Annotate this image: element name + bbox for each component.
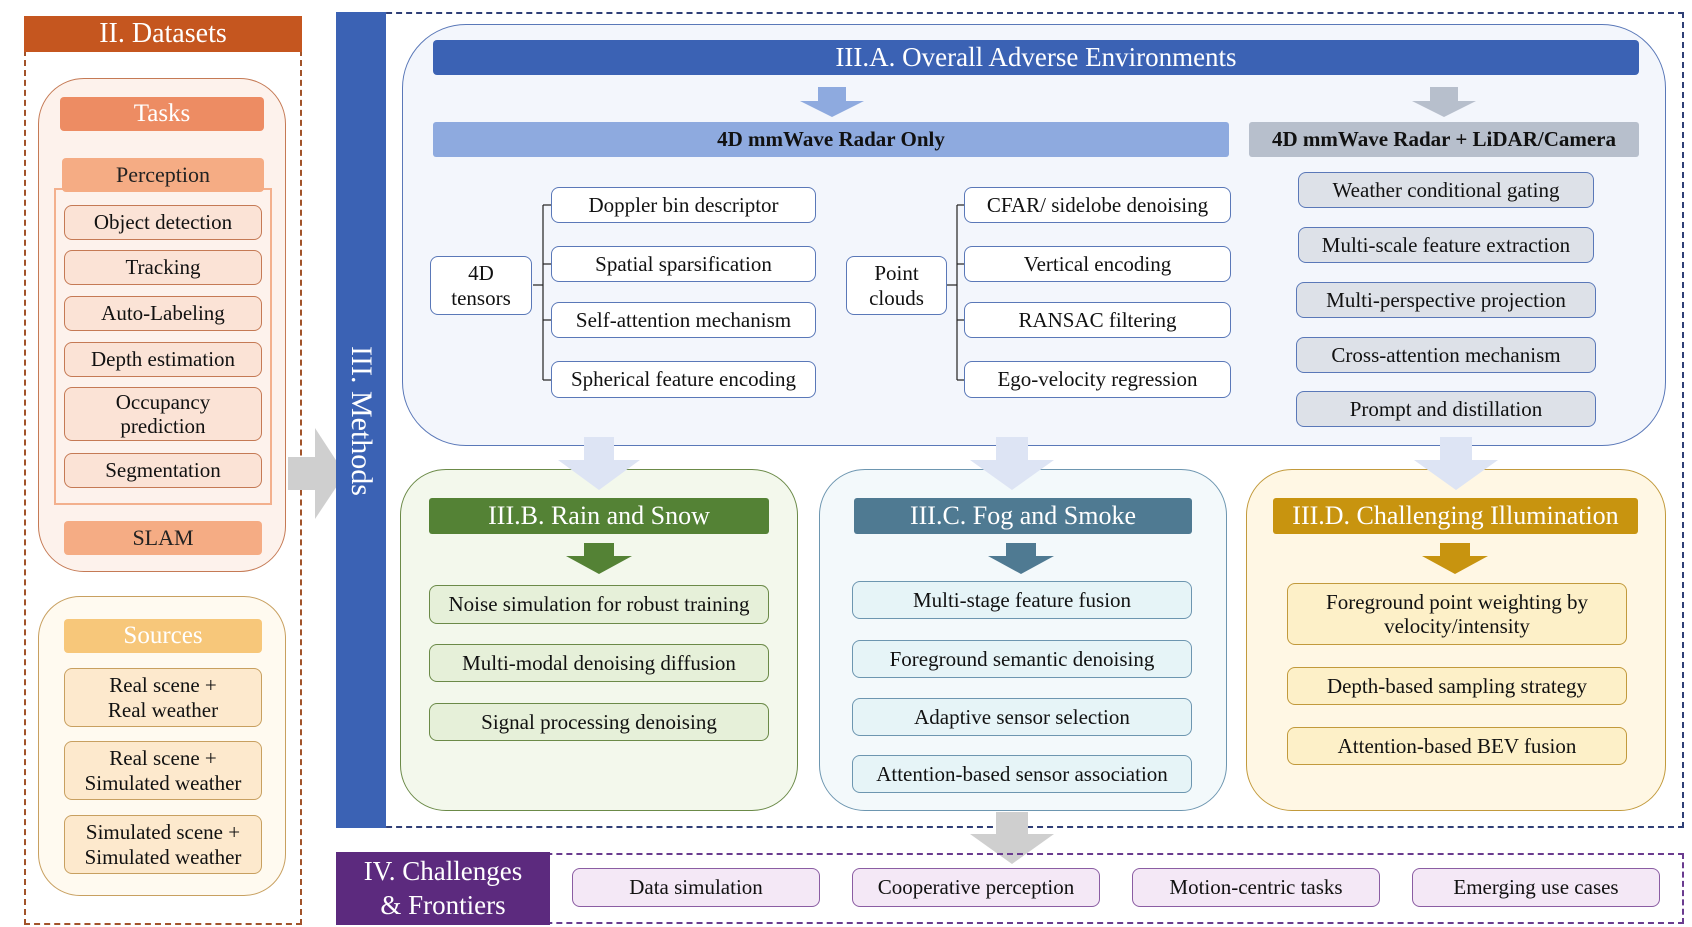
challenge-motion-centric: Motion-centric tasks xyxy=(1132,868,1380,907)
rain-item-signal: Signal processing denoising xyxy=(429,703,769,741)
task-object-detection: Object detection xyxy=(64,205,262,240)
illum-item-weighting: Foreground point weighting by velocity/i… xyxy=(1287,583,1627,645)
radar-fusion-header: 4D mmWave Radar + LiDAR/Camera xyxy=(1249,122,1639,157)
perception-header: Perception xyxy=(62,158,264,192)
rain-item-diffusion: Multi-modal denoising diffusion xyxy=(429,644,769,682)
fusion-item-projection: Multi-perspective projection xyxy=(1296,282,1596,318)
radar-only-header: 4D mmWave Radar Only xyxy=(433,122,1229,157)
points-label: Point clouds xyxy=(846,256,947,315)
point-item-vertical: Vertical encoding xyxy=(964,246,1231,282)
fusion-item-cross-attention: Cross-attention mechanism xyxy=(1296,337,1596,373)
overall-title: III.A. Overall Adverse Environments xyxy=(433,40,1639,75)
fog-item-association: Attention-based sensor association xyxy=(852,755,1192,793)
methods-title: III. Methods xyxy=(345,346,379,496)
illum-title: III.D. Challenging Illumination xyxy=(1273,498,1638,534)
sources-header: Sources xyxy=(64,619,262,653)
point-item-cfar: CFAR/ sidelobe denoising xyxy=(964,187,1231,223)
slam-box: SLAM xyxy=(64,521,262,555)
illum-item-depth-sampling: Depth-based sampling strategy xyxy=(1287,667,1627,705)
tensor-item-doppler: Doppler bin descriptor xyxy=(551,187,816,223)
fusion-item-multiscale: Multi-scale feature extraction xyxy=(1298,227,1594,263)
rain-title: III.B. Rain and Snow xyxy=(429,498,769,534)
tasks-header: Tasks xyxy=(60,97,264,131)
fusion-item-gating: Weather conditional gating xyxy=(1298,172,1594,208)
tensor-item-spherical: Spherical feature encoding xyxy=(551,361,816,398)
source-simulated-simulated: Simulated scene + Simulated weather xyxy=(64,815,262,874)
challenge-data-simulation: Data simulation xyxy=(572,868,820,907)
point-item-ego-velocity: Ego-velocity regression xyxy=(964,361,1231,398)
rain-item-noise-sim: Noise simulation for robust training xyxy=(429,585,769,624)
illum-item-bev-fusion: Attention-based BEV fusion xyxy=(1287,727,1627,765)
challenges-title: IV. Challenges & Frontiers xyxy=(336,852,550,925)
task-occupancy-prediction: Occupancy prediction xyxy=(64,387,262,441)
fusion-item-prompt-distill: Prompt and distillation xyxy=(1296,391,1596,427)
task-segmentation: Segmentation xyxy=(64,453,262,488)
fog-item-adaptive: Adaptive sensor selection xyxy=(852,698,1192,736)
point-item-ransac: RANSAC filtering xyxy=(964,302,1231,338)
task-tracking: Tracking xyxy=(64,250,262,285)
methods-sidebar xyxy=(336,12,386,828)
source-real-real: Real scene + Real weather xyxy=(64,668,262,727)
tensors-label: 4D tensors xyxy=(430,256,532,315)
fog-title: III.C. Fog and Smoke xyxy=(854,498,1192,534)
datasets-title: II. Datasets xyxy=(24,16,302,52)
tensor-item-sparsification: Spatial sparsification xyxy=(551,246,816,282)
challenge-emerging-use-cases: Emerging use cases xyxy=(1412,868,1660,907)
source-real-simulated: Real scene + Simulated weather xyxy=(64,741,262,800)
challenge-cooperative-perception: Cooperative perception xyxy=(852,868,1100,907)
task-auto-labeling: Auto-Labeling xyxy=(64,296,262,331)
fog-item-multistage: Multi-stage feature fusion xyxy=(852,581,1192,619)
fog-item-semantic: Foreground semantic denoising xyxy=(852,640,1192,678)
task-depth-estimation: Depth estimation xyxy=(64,342,262,377)
tensor-item-self-attention: Self-attention mechanism xyxy=(551,302,816,338)
